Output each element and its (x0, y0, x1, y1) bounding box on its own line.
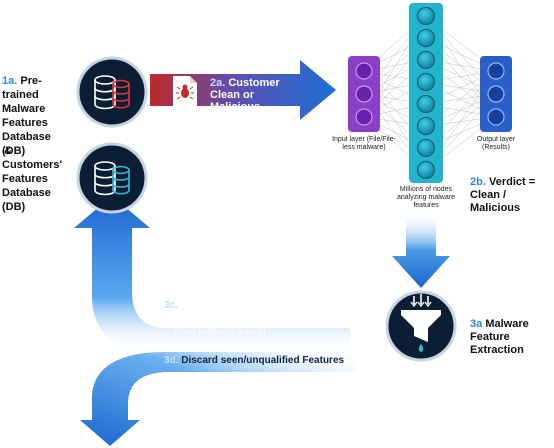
step-2a-text: Customer Clean or Malicious samples (210, 77, 280, 125)
step-2a-number: 2a. (210, 77, 226, 89)
step-1a-label: 1a. Pre-trained Malware Features Databas… (2, 74, 64, 158)
customers-db-label: Customers' Features Database (DB) (2, 159, 63, 213)
hidden-node (417, 139, 435, 157)
hidden-node (417, 29, 435, 47)
step-3c-sublabel: (new features learnt) (174, 326, 266, 337)
step-3d-text: Discard seen/unqualified Features (181, 355, 345, 366)
bug-document-icon (173, 76, 197, 106)
funnel-circle (385, 290, 457, 362)
input-layer-caption: Input layer (File/File-less malware) (332, 136, 396, 151)
step-1a-text: Pre-trained Malware Features Database (D… (2, 75, 51, 157)
hidden-node (417, 7, 435, 25)
database-icon (94, 161, 130, 196)
output-node (487, 85, 505, 103)
step-3a-number: 3a (470, 318, 483, 330)
step-3c-number: 3c. (164, 300, 178, 311)
discard-arrow-3d (80, 352, 355, 446)
step-3c-text: New Clean/Malicious extracted into Custo… (164, 300, 348, 323)
step-3d-label: 3d. Discard seen/unqualified Features (164, 355, 364, 367)
funnel-icon (401, 294, 441, 352)
step-3c-label: 3c. New Clean/Malicious extracted into C… (164, 300, 354, 324)
hidden-layer (409, 3, 443, 183)
hidden-node (417, 73, 435, 91)
input-node (355, 62, 373, 80)
hidden-node (417, 51, 435, 69)
input-layer (348, 56, 380, 132)
output-layer (480, 56, 512, 132)
step-2a-label: 2a. Customer Clean or Malicious samples (210, 77, 306, 125)
output-layer-caption: Output layer (Results) (476, 136, 516, 151)
extraction-down-arrow (392, 212, 450, 288)
input-node (355, 108, 373, 126)
step-2b-label: 2b. Verdict = Clean / Malicious (470, 176, 554, 215)
step-2b-number: 2b. (470, 176, 486, 188)
hidden-node (417, 161, 435, 179)
output-node (487, 108, 505, 126)
hidden-node (417, 95, 435, 113)
step-3a-label: 3a Malware Feature Extraction (470, 318, 550, 357)
input-node (355, 85, 373, 103)
hidden-nodes-caption: Millions of nodes analyzing malware feat… (397, 186, 455, 209)
step-1a-number: 1a. (2, 75, 18, 87)
hidden-node (417, 117, 435, 135)
database-icon (94, 75, 130, 110)
output-node (487, 62, 505, 80)
step-3d-number: 3d. (164, 355, 179, 366)
ampersand-label: & (4, 145, 12, 157)
step-3a-text: Malware Feature Extraction (470, 318, 529, 356)
pretrained-db-circle (76, 56, 148, 128)
step-2b-text: Verdict = Clean / Malicious (470, 176, 536, 214)
customers-db-circle (76, 142, 148, 214)
